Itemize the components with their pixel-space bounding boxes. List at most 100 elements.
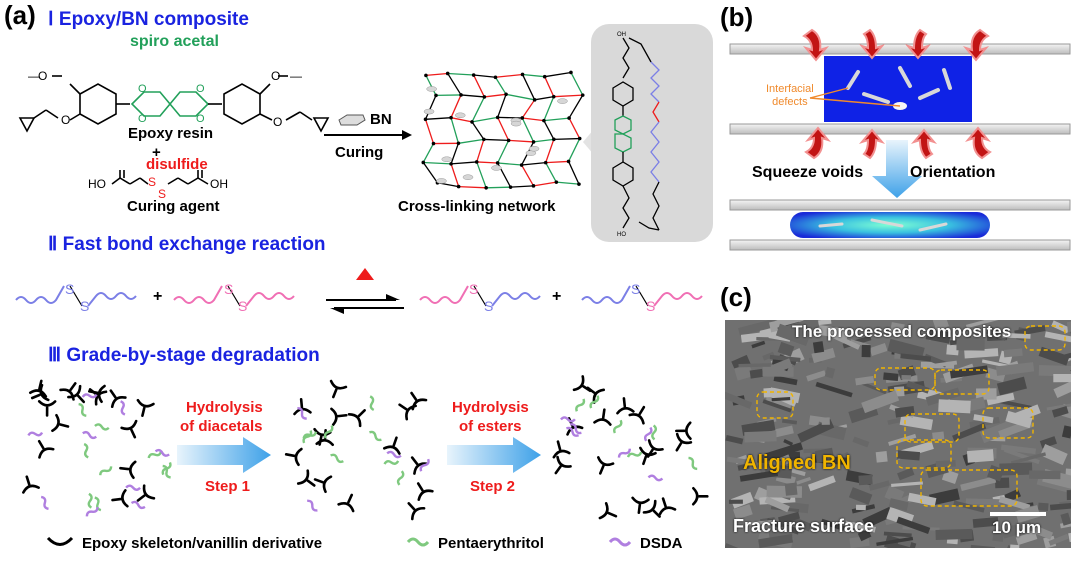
dsda-fragment xyxy=(386,450,402,459)
sem-flake xyxy=(1053,375,1071,399)
sem-flake xyxy=(992,529,1005,542)
sem-flake xyxy=(1009,544,1020,548)
section-3-title: Ⅲ Grade-by-stage degradation xyxy=(48,344,320,367)
sem-flake xyxy=(764,496,790,513)
bn-flake xyxy=(528,145,540,152)
svg-text:O: O xyxy=(61,113,70,127)
epoxy-skeleton xyxy=(410,456,429,475)
section-1-text: Epoxy/BN composite xyxy=(58,9,249,30)
network-link xyxy=(451,161,477,165)
epoxy-skeleton xyxy=(675,421,692,441)
legend-dsda-icon xyxy=(608,537,632,547)
pentaerythritol-fragment xyxy=(575,398,586,412)
network-node xyxy=(449,115,453,120)
sem-flake xyxy=(925,328,952,344)
epoxy-skeleton xyxy=(407,502,426,521)
network-link xyxy=(450,163,460,187)
sem-flake xyxy=(862,506,894,529)
pentaerythritol-link xyxy=(94,423,110,431)
legend-dsda-label: DSDA xyxy=(640,535,683,552)
sem-flake xyxy=(769,320,803,333)
sem-flake xyxy=(751,340,766,349)
sem-flake xyxy=(935,460,956,468)
sem-flake xyxy=(894,406,915,418)
svg-text:—: — xyxy=(28,69,40,83)
sem-flake xyxy=(1051,405,1069,418)
sem-flake xyxy=(976,388,997,400)
network-link xyxy=(458,185,487,189)
sem-flake xyxy=(852,436,870,448)
network-node xyxy=(554,180,559,184)
pentaerythritol-fragment xyxy=(302,431,318,439)
section-2-title: Ⅱ Fast bond exchange reaction xyxy=(48,233,326,256)
s-atom-2b: S xyxy=(238,298,248,314)
network-link xyxy=(543,120,555,140)
network-link xyxy=(568,94,584,119)
network-node xyxy=(567,116,571,120)
sem-flake xyxy=(966,449,994,463)
epoxy-skeleton xyxy=(337,493,355,513)
bn-flake xyxy=(491,165,502,171)
network-node xyxy=(423,117,428,122)
sem-flake xyxy=(768,333,791,342)
network-link xyxy=(473,74,496,78)
network-node xyxy=(580,93,585,97)
network-link xyxy=(544,71,572,78)
sem-flake xyxy=(780,454,792,466)
dsda-fragment xyxy=(643,426,653,442)
step1-text-1: Hydrolysis xyxy=(186,399,263,416)
network-link xyxy=(425,75,437,96)
network-node xyxy=(520,116,525,120)
sem-flake xyxy=(1029,470,1061,480)
network-link xyxy=(424,95,437,120)
network-link xyxy=(543,96,555,121)
degradation-scheme xyxy=(22,375,709,521)
svg-text:O: O xyxy=(138,113,147,125)
network-node xyxy=(471,73,476,77)
sem-flake xyxy=(1038,364,1071,377)
epoxy-skeleton xyxy=(598,502,618,520)
sem-flake xyxy=(789,467,806,477)
pentaerythritol-link xyxy=(87,492,93,509)
panel-b-letter: (b) xyxy=(720,2,754,32)
sem-flake xyxy=(883,531,912,538)
spiro-acetal-label: spiro acetal xyxy=(130,33,219,50)
network-link xyxy=(425,72,448,77)
svg-text:O: O xyxy=(38,69,47,83)
epoxy-skeleton xyxy=(347,409,366,428)
network-link xyxy=(521,161,546,166)
network-node xyxy=(474,160,479,164)
sem-flake xyxy=(925,387,961,406)
epoxy-skeleton xyxy=(67,384,86,404)
dsda-link xyxy=(154,448,170,457)
dsda-link xyxy=(85,507,99,517)
bn-flake xyxy=(441,156,453,163)
plus-sign-2: + xyxy=(153,288,163,305)
dsda-fragment xyxy=(560,416,576,423)
bn-flake xyxy=(423,108,435,115)
epoxy-skeleton xyxy=(136,398,155,418)
sem-flake xyxy=(995,362,1035,376)
sem-flake xyxy=(812,341,825,354)
network-node xyxy=(484,186,488,190)
dsda-link xyxy=(130,500,146,510)
step2-label: Step 2 xyxy=(470,478,516,495)
sem-flake xyxy=(979,418,1019,444)
sem-flake xyxy=(901,374,912,380)
sem-flake xyxy=(762,399,792,413)
sem-flake xyxy=(808,475,836,492)
network-node xyxy=(577,182,581,186)
sem-flake xyxy=(964,348,999,359)
sem-flake xyxy=(897,467,915,481)
sem-flake xyxy=(999,462,1033,476)
pentaerythritol-fragment xyxy=(651,424,658,441)
sem-flake xyxy=(907,492,937,507)
network-link xyxy=(497,117,510,141)
sem-flake xyxy=(775,323,811,347)
svg-text:OH: OH xyxy=(210,177,228,191)
sem-flake xyxy=(765,442,804,461)
sem-flake xyxy=(857,528,872,542)
network-link xyxy=(486,186,511,189)
sem-flake xyxy=(932,320,949,331)
network-link xyxy=(422,162,438,184)
